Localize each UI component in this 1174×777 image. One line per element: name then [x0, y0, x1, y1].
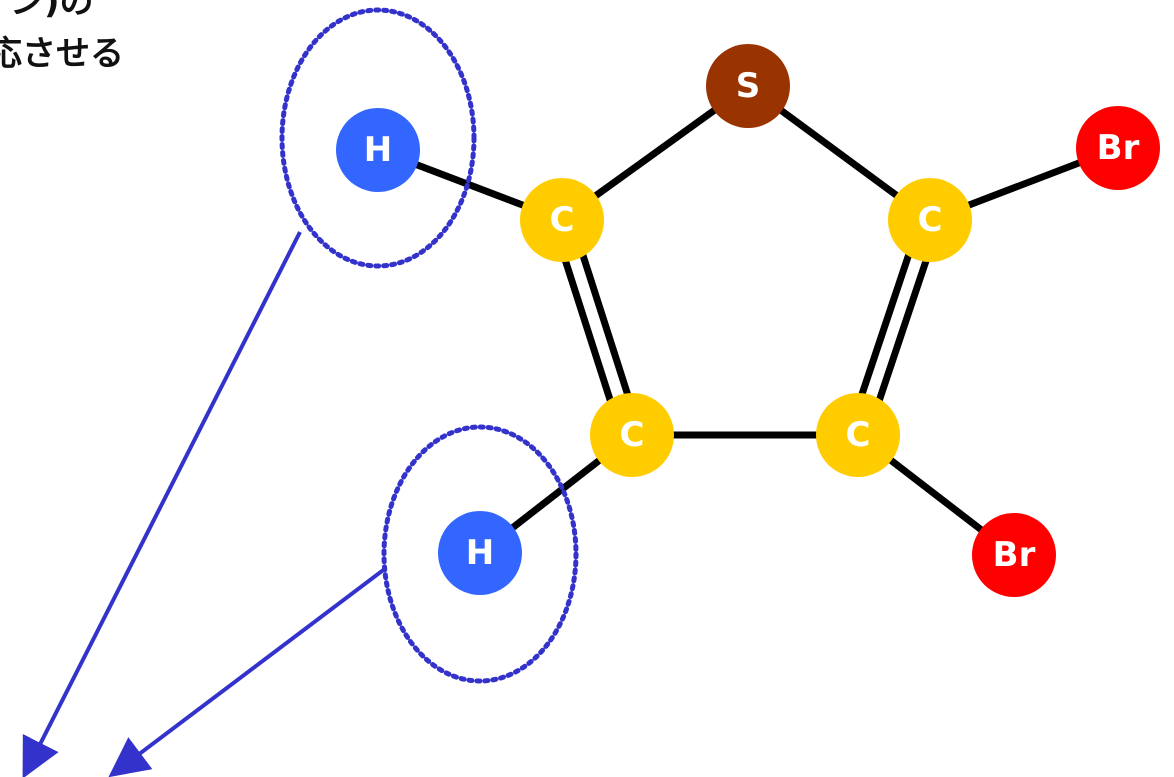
atom-c5-circle: [888, 178, 972, 262]
atom-c4: C: [816, 393, 900, 477]
atom-s1-label: S: [736, 66, 761, 106]
atom-br4-label: Br: [993, 535, 1036, 575]
caption: イン)の 応させる: [0, 0, 300, 90]
atom-c2: C: [520, 178, 604, 262]
atom-br5: Br: [1076, 106, 1160, 190]
highlight-ellipse-h3: [381, 424, 579, 684]
atom-c3-label: C: [620, 415, 645, 455]
atom-c2-circle: [520, 178, 604, 262]
highlight-ellipse-h2: [279, 7, 477, 269]
atom-s1-circle: [706, 44, 790, 128]
atom-br4: Br: [972, 513, 1056, 597]
atom-c4-label: C: [846, 415, 871, 455]
atom-c4-circle: [816, 393, 900, 477]
atom-br4-circle: [972, 513, 1056, 597]
atom-h2-label: H: [364, 130, 392, 170]
arrow-from-h2: [22, 231, 302, 777]
atom-h3-label: H: [466, 533, 494, 573]
bonds: [374, 82, 1122, 559]
caption-line-1: イン)の: [0, 0, 94, 22]
atom-c3: C: [590, 393, 674, 477]
caption-line-2: 応させる: [0, 34, 124, 74]
atom-br5-circle: [1076, 106, 1160, 190]
atom-h3: H: [438, 511, 522, 595]
arrow-from-h3: [108, 566, 388, 777]
atom-c3-circle: [590, 393, 674, 477]
atom-h3-circle: [438, 511, 522, 595]
atom-c5: C: [888, 178, 972, 262]
atom-c5-label: C: [918, 200, 943, 240]
atom-br5-label: Br: [1097, 128, 1140, 168]
atom-c2-label: C: [550, 200, 575, 240]
atom-h2-circle: [336, 108, 420, 192]
atom-h2: H: [336, 108, 420, 192]
atom-s1: S: [706, 44, 790, 128]
